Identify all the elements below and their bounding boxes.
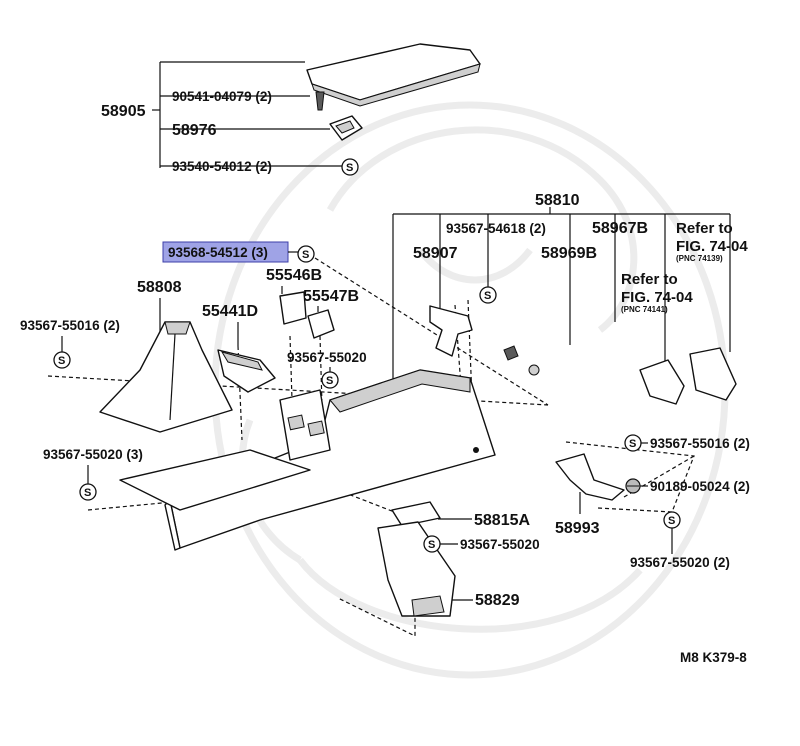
clip-symbol-93567-55016-right: S [624, 434, 642, 452]
ref1-pnc: (PNC 74139) [676, 254, 723, 263]
clip-symbol-93567-55020-mid: S [321, 371, 339, 389]
label-93567-55016-right: 93567-55016 (2) [650, 436, 750, 451]
bracket-58993-part [555, 453, 625, 501]
hinge-part [329, 115, 363, 141]
bezel-55546B-part [279, 291, 307, 325]
ref1-fig: FIG. 74-04 [676, 238, 748, 255]
panel-74141-part [639, 359, 685, 405]
clip-58967B-part [528, 364, 540, 376]
shift-boot-part [99, 321, 233, 433]
clip-symbol-93567-54618: S [479, 286, 497, 304]
label-93568-54512: 93568-54512 (3) [168, 245, 268, 260]
label-58969B: 58969B [541, 245, 597, 262]
screw-part [315, 91, 325, 111]
bracket-58907-part [429, 305, 473, 357]
label-55441D: 55441D [202, 303, 258, 320]
label-58976: 58976 [172, 122, 217, 139]
ashtray-part [217, 349, 276, 393]
label-55547B: 55547B [303, 288, 359, 305]
svg-text:S: S [58, 355, 65, 367]
label-55546B: 55546B [266, 267, 322, 284]
figure-code: M8 K379-8 [680, 650, 747, 665]
clip-symbol-93567-55016-left: S [53, 351, 71, 369]
armrest-lid-part [306, 43, 481, 107]
bezel-55547B-part [307, 309, 335, 339]
clip-symbol-93567-55020-right: S [663, 511, 681, 529]
svg-text:S: S [84, 487, 91, 499]
svg-text:S: S [346, 162, 353, 174]
svg-text:S: S [668, 515, 675, 527]
clip-symbol-93540: S [341, 158, 359, 176]
svg-text:S: S [428, 539, 435, 551]
label-58829: 58829 [475, 592, 520, 609]
label-58905: 58905 [101, 103, 146, 120]
cup-holder-58829-part [377, 521, 456, 617]
label-93567-55020-right: 93567-55020 (2) [630, 555, 730, 570]
clip-58969B-part [503, 345, 519, 361]
nut-symbol-90189 [625, 478, 641, 494]
mat-58815A-part [391, 501, 441, 527]
panel-74139-part [689, 347, 737, 401]
label-58815A: 58815A [474, 512, 530, 529]
highlighted-part-93568-54512[interactable]: 93568-54512 (3) [162, 241, 289, 263]
label-93540-54012: 93540-54012 (2) [172, 159, 272, 174]
label-58907: 58907 [413, 245, 458, 262]
ref2-pnc: (PNC 74141) [621, 305, 668, 314]
ref2-title: Refer to [621, 271, 678, 288]
label-58810: 58810 [535, 192, 580, 209]
label-58808: 58808 [137, 279, 182, 296]
ref1-title: Refer to [676, 220, 733, 237]
label-93567-55020-lower: 93567-55020 [460, 537, 540, 552]
clip-symbol-93568: S [297, 245, 315, 263]
bracket-58905 [152, 61, 342, 168]
bracket-58810 [392, 207, 731, 380]
ref2-fig: FIG. 74-04 [621, 289, 693, 306]
label-93567-55020-mid: 93567-55020 [287, 350, 367, 365]
label-93567-55020-left: 93567-55020 (3) [43, 447, 143, 462]
svg-text:S: S [302, 249, 309, 261]
svg-text:S: S [326, 375, 333, 387]
clip-symbol-93567-55020-lower: S [423, 535, 441, 553]
label-90541-04079: 90541-04079 (2) [172, 89, 272, 104]
svg-text:S: S [484, 290, 491, 302]
label-93567-55016-left: 93567-55016 (2) [20, 318, 120, 333]
label-58967B: 58967B [592, 220, 648, 237]
clip-symbol-93567-55020-left: S [79, 483, 97, 501]
console-body [119, 369, 496, 551]
label-58993: 58993 [555, 520, 600, 537]
label-90189-05024: 90189-05024 (2) [650, 479, 750, 494]
label-93567-54618: 93567-54618 (2) [446, 221, 546, 236]
svg-text:S: S [629, 438, 636, 450]
